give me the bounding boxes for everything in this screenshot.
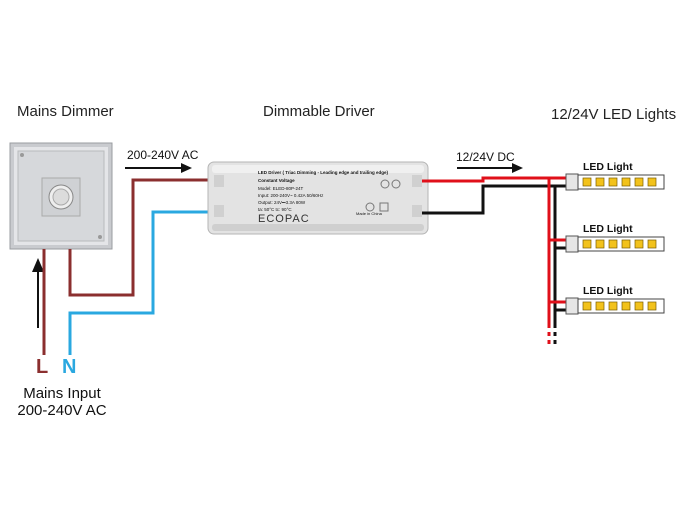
- driver-text-line5: Output: 24V⎓3.3A 80W: [258, 200, 306, 205]
- led-strip-2: [565, 235, 665, 253]
- neutral-wire: [68, 210, 222, 355]
- strip-label-1: LED Light: [583, 161, 633, 173]
- led-chip: [595, 177, 605, 187]
- strip-label-2: LED Light: [583, 223, 633, 235]
- led-chip: [582, 239, 592, 249]
- led-chip: [634, 239, 644, 249]
- led-chip: [608, 177, 618, 187]
- driver-text-line2: Constant Voltage: [258, 178, 295, 183]
- driver-made-in: Made in China: [356, 211, 382, 216]
- driver-title: Dimmable Driver: [263, 103, 375, 120]
- led-chip: [595, 301, 605, 311]
- led-chip: [608, 239, 618, 249]
- strip-connector: [565, 173, 579, 191]
- driver-text-line3: Model: ELED-80P-24T: [258, 186, 304, 191]
- dimmer-switch: [9, 142, 113, 250]
- dc-label: 12/24V DC: [456, 150, 515, 164]
- live-label: L: [36, 356, 49, 378]
- mains-input-voltage: 200-240V AC: [17, 402, 107, 419]
- led-chip: [621, 239, 631, 249]
- strip-label-3: LED Light: [583, 285, 633, 297]
- led-chip: [608, 301, 618, 311]
- ac-label: 200-240V AC: [127, 148, 199, 162]
- led-chip: [582, 301, 592, 311]
- led-strip-1: [565, 173, 665, 191]
- live-wire-dimmer-to-driver: [68, 178, 222, 297]
- led-chip: [582, 177, 592, 187]
- driver-brand: ECOPAC: [258, 213, 310, 225]
- dimmer-title: Mains Dimmer: [17, 103, 114, 120]
- neutral-label: N: [62, 356, 77, 378]
- strip-connector: [565, 297, 579, 315]
- mains-input-label: Mains Input: [23, 385, 101, 402]
- led-chip: [634, 301, 644, 311]
- led-chip: [647, 177, 657, 187]
- led-chip: [647, 301, 657, 311]
- led-chip: [595, 239, 605, 249]
- dc-positive-wire: [422, 176, 568, 183]
- driver-text-line4: Input: 200-240V~ 0.42A 50/60Hz: [258, 193, 324, 198]
- led-chip: [621, 177, 631, 187]
- ac-arrow: [125, 163, 192, 173]
- mains-input-arrow: [32, 258, 44, 328]
- driver-text-line1: LED Driver ( Triac Dimming - Leading edg…: [258, 170, 389, 175]
- led-chip: [621, 301, 631, 311]
- led-strip-3: [565, 297, 665, 315]
- driver-text-line6: ta: 50°C tc: 90°C: [258, 207, 292, 212]
- strip-connector: [565, 235, 579, 253]
- led-chip: [647, 239, 657, 249]
- dc-negative-wire: [422, 184, 568, 215]
- dc-arrow: [457, 163, 523, 173]
- lights-title: 12/24V LED Lights: [551, 106, 677, 123]
- driver-box: [207, 161, 429, 235]
- led-chip: [634, 177, 644, 187]
